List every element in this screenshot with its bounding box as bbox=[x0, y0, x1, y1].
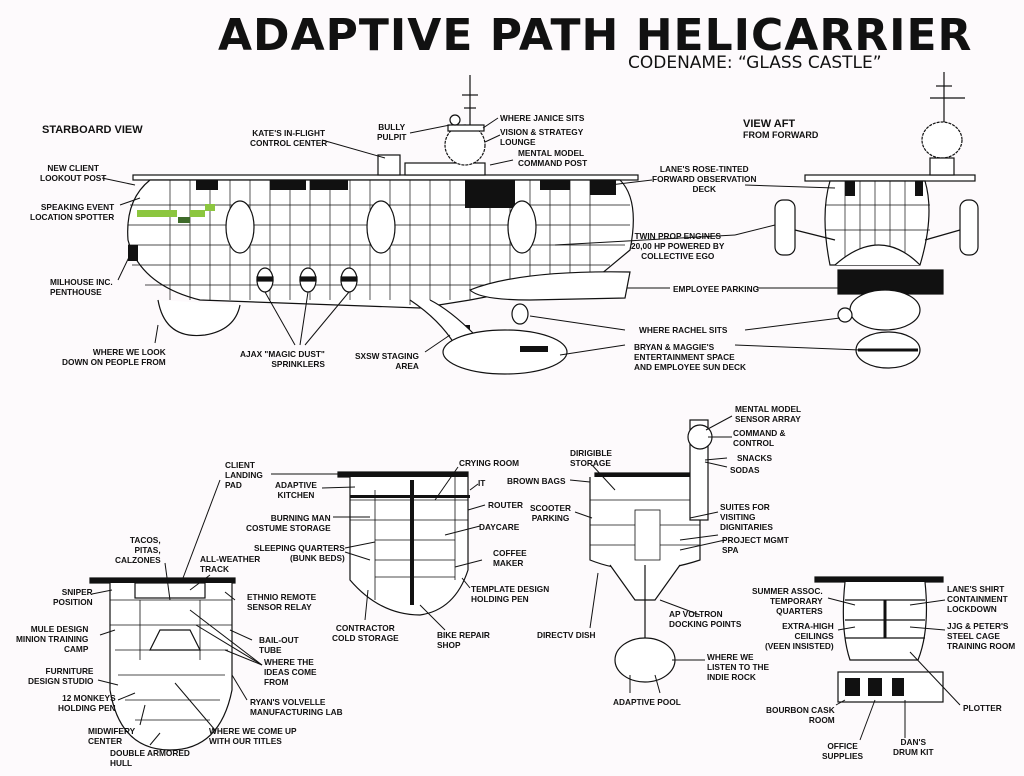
label-summer-assoc: SUMMER ASSOC. TEMPORARY QUARTERS bbox=[752, 586, 823, 616]
label-ceilings: EXTRA-HIGH CEILINGS (VEEN INSISTED) bbox=[765, 621, 834, 651]
label-lanes-deck: LANE'S ROSE-TINTED FORWARD OBSERVATION D… bbox=[652, 164, 757, 194]
lower-pod bbox=[442, 329, 568, 375]
label-sniper: SNIPER POSITION bbox=[53, 587, 93, 607]
label-daycare: DAYCARE bbox=[479, 522, 520, 532]
label-client-landing: CLIENT LANDING PAD bbox=[225, 460, 263, 490]
label-drum-kit: DAN'S DRUM KIT bbox=[893, 737, 934, 757]
label-vision-lounge: VISION & STRATEGY LOUNGE bbox=[500, 127, 584, 147]
label-ajax-sprinklers: AJAX "MAGIC DUST" SPRINKLERS bbox=[240, 349, 325, 369]
sprinklers bbox=[256, 267, 358, 293]
label-dirigible: DIRIGIBLE STORAGE bbox=[570, 448, 612, 468]
label-employee-parking: EMPLOYEE PARKING bbox=[673, 284, 760, 294]
label-it: IT bbox=[478, 478, 486, 488]
label-twin-prop: TWIN PROP ENGINES 20,00 HP POWERED BY CO… bbox=[631, 231, 725, 261]
label-kitchen: ADAPTIVE KITCHEN bbox=[275, 480, 317, 500]
label-bike-repair: BIKE REPAIR SHOP bbox=[437, 630, 490, 650]
label-furniture: FURNITURE DESIGN STUDIO bbox=[28, 666, 94, 686]
label-spa: PROJECT MGMT SPA bbox=[722, 535, 789, 555]
label-plotter: PLOTTER bbox=[963, 703, 1002, 713]
label-suites: SUITES FOR VISITING DIGNITARIES bbox=[720, 502, 773, 532]
pool-pod bbox=[614, 637, 676, 683]
leader-lines bbox=[91, 117, 961, 746]
view-aft-title: VIEW AFT bbox=[743, 118, 796, 130]
port-engine bbox=[774, 199, 796, 256]
starboard-view-heading: STARBOARD VIEW bbox=[42, 124, 143, 136]
section-b-drawing bbox=[337, 471, 470, 616]
label-steel-cage: JJG & PETER'S STEEL CAGE TRAINING ROOM bbox=[947, 621, 1016, 651]
label-scooter: SCOOTER PARKING bbox=[530, 503, 572, 523]
label-sxsw: SXSW STAGING AREA bbox=[355, 351, 419, 371]
label-office-supplies: OFFICE SUPPLIES bbox=[822, 741, 864, 761]
label-kates-control: KATE'S IN-FLIGHT CONTROL CENTER bbox=[250, 128, 328, 148]
label-mule-design: MULE DESIGN MINION TRAINING CAMP bbox=[16, 624, 89, 654]
section-d-drawing bbox=[814, 576, 944, 703]
label-coffee: COFFEE MAKER bbox=[493, 548, 527, 568]
hull-windows bbox=[128, 180, 623, 333]
view-aft-heading: VIEW AFT FROM FORWARD bbox=[743, 118, 818, 140]
page-title: ADAPTIVE PATH HELICARRIER bbox=[218, 10, 973, 61]
label-hull: DOUBLE ARMORED HULL bbox=[110, 748, 190, 768]
label-adaptive-pool: ADAPTIVE POOL bbox=[613, 697, 681, 707]
label-sodas: SODAS bbox=[730, 465, 760, 475]
view-aft-subtitle: FROM FORWARD bbox=[743, 130, 819, 140]
label-sleeping: SLEEPING QUARTERS (BUNK BEDS) bbox=[254, 543, 345, 563]
label-mental-command: MENTAL MODEL COMMAND POST bbox=[518, 148, 588, 168]
section-a-drawing bbox=[89, 577, 236, 751]
label-router: ROUTER bbox=[488, 500, 524, 510]
label-titles: WHERE WE COME UP WITH OUR TITLES bbox=[209, 726, 297, 746]
aft-view-drawing bbox=[774, 72, 979, 369]
label-command-control: COMMAND & CONTROL bbox=[733, 428, 786, 448]
label-ideas: WHERE THE IDEAS COME FROM bbox=[264, 657, 317, 687]
label-crying-room: CRYING ROOM bbox=[459, 458, 520, 468]
label-bourbon: BOURBON CASK ROOM bbox=[766, 705, 835, 725]
label-bryan-maggie: BRYAN & MAGGIE'S ENTERTAINMENT SPACE AND… bbox=[634, 342, 747, 372]
label-rachel: WHERE RACHEL SITS bbox=[639, 325, 728, 335]
codename-subtitle: CODENAME: “GLASS CASTLE” bbox=[628, 53, 882, 73]
label-indie-rock: WHERE WE LISTEN TO THE INDIE ROCK bbox=[707, 652, 770, 682]
label-brown-bags: BROWN BAGS bbox=[507, 476, 566, 486]
label-bully-pulpit: BULLY PULPIT bbox=[377, 122, 407, 142]
label-snacks: SNACKS bbox=[737, 453, 773, 463]
label-monkeys: 12 MONKEYS HOLDING PEN bbox=[58, 693, 116, 713]
label-janice: WHERE JANICE SITS bbox=[500, 113, 585, 123]
label-ryans-volvelle: RYAN'S VOLVELLE MANUFACTURING LAB bbox=[250, 697, 343, 717]
command-tower bbox=[377, 75, 486, 176]
label-speaking-event: SPEAKING EVENT LOCATION SPOTTER bbox=[30, 202, 115, 222]
label-burning-man: BURNING MAN COSTUME STORAGE bbox=[246, 513, 331, 533]
label-shirt-lockdown: LANE'S SHIRT CONTAINMENT LOCKDOWN bbox=[947, 584, 1008, 614]
starboard-view-drawing bbox=[127, 75, 639, 375]
label-look-down: WHERE WE LOOK DOWN ON PEOPLE FROM bbox=[62, 347, 166, 367]
label-new-client-lookout: NEW CLIENT LOOKOUT POST bbox=[40, 163, 107, 183]
label-milhouse: MILHOUSE INC. PENTHOUSE bbox=[50, 277, 113, 297]
label-ethnio: ETHNIO REMOTE SENSOR RELAY bbox=[247, 592, 317, 612]
label-all-weather: ALL-WEATHER TRACK bbox=[200, 554, 261, 574]
label-sensor-array: MENTAL MODEL SENSOR ARRAY bbox=[735, 404, 802, 424]
label-contractor: CONTRACTOR COLD STORAGE bbox=[332, 623, 399, 643]
speaking-event-highlights bbox=[137, 204, 215, 223]
starboard-engine bbox=[959, 199, 979, 256]
label-bailout: BAIL-OUT TUBE bbox=[259, 635, 299, 655]
label-midwifery: MIDWIFERY CENTER bbox=[88, 726, 136, 746]
label-template: TEMPLATE DESIGN HOLDING PEN bbox=[471, 584, 550, 604]
label-voltron: AP VOLTRON DOCKING POINTS bbox=[669, 609, 742, 629]
flight-deck bbox=[132, 174, 639, 181]
label-directv: DIRECTV DISH bbox=[537, 630, 596, 640]
label-tacos: TACOS, PITAS, CALZONES bbox=[115, 535, 161, 565]
